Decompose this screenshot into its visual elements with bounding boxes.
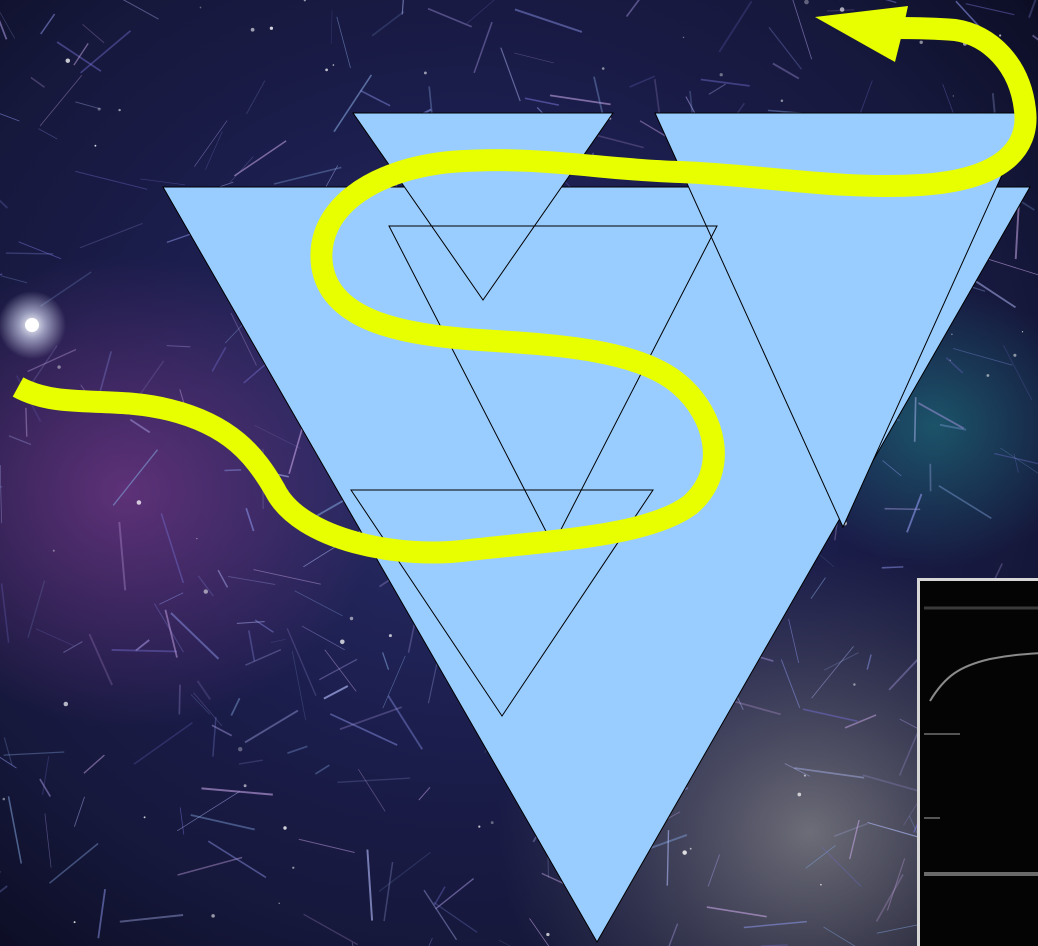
star-dot-icon <box>804 775 806 777</box>
star-dot-icon <box>279 903 280 904</box>
star-dot-icon <box>602 67 605 70</box>
star-dot-icon <box>204 589 208 593</box>
star-dot-icon <box>424 71 427 74</box>
star-dot-icon <box>200 7 202 9</box>
star-dot-icon <box>720 73 723 76</box>
star-dot-icon <box>951 333 953 335</box>
star-dot-icon <box>797 793 801 797</box>
star-dot-icon <box>3 798 6 801</box>
star-dot-icon <box>840 7 845 12</box>
star-dot-icon <box>325 69 328 72</box>
bright-star-core-icon <box>25 318 39 332</box>
network-strand <box>26 408 27 437</box>
star-dot-icon <box>1013 354 1016 357</box>
star-dot-icon <box>251 28 255 32</box>
star-dot-icon <box>682 850 686 854</box>
star-dot-icon <box>196 538 197 539</box>
star-dot-icon <box>389 634 392 637</box>
star-dot-icon <box>53 550 55 552</box>
star-dot-icon <box>683 37 684 38</box>
star-dot-icon <box>953 95 954 96</box>
star-dot-icon <box>292 867 294 869</box>
star-dot-icon <box>690 848 692 850</box>
star-dot-icon <box>853 683 856 686</box>
star-dot-icon <box>546 933 549 936</box>
star-dot-icon <box>350 617 353 620</box>
star-dot-icon <box>950 360 951 361</box>
star-dot-icon <box>66 58 71 63</box>
star-dot-icon <box>1022 331 1023 332</box>
star-dot-icon <box>238 747 242 751</box>
star-dot-icon <box>98 108 101 111</box>
star-dot-icon <box>211 914 215 918</box>
star-dot-icon <box>64 702 69 707</box>
star-dot-icon <box>118 109 120 111</box>
star-dot-icon <box>137 500 142 505</box>
network-strand <box>6 253 53 254</box>
star-dot-icon <box>144 816 146 818</box>
star-dot-icon <box>491 821 494 824</box>
star-dot-icon <box>74 921 76 923</box>
star-dot-icon <box>987 374 990 377</box>
star-dot-icon <box>919 41 922 44</box>
network-strand <box>225 470 242 471</box>
star-dot-icon <box>820 884 822 886</box>
star-dot-icon <box>999 34 1001 36</box>
network-strand <box>179 685 180 715</box>
network-strand <box>915 397 916 442</box>
star-dot-icon <box>57 365 60 368</box>
terminal-screenshot <box>917 578 1038 946</box>
star-dot-icon <box>94 145 96 147</box>
network-strand <box>882 567 904 568</box>
star-dot-icon <box>340 640 345 645</box>
star-dot-icon <box>781 100 784 103</box>
star-dot-icon <box>283 826 286 829</box>
star-dot-icon <box>244 784 247 787</box>
star-dot-icon <box>333 64 335 66</box>
star-dot-icon <box>270 27 273 30</box>
star-dot-icon <box>478 826 480 828</box>
